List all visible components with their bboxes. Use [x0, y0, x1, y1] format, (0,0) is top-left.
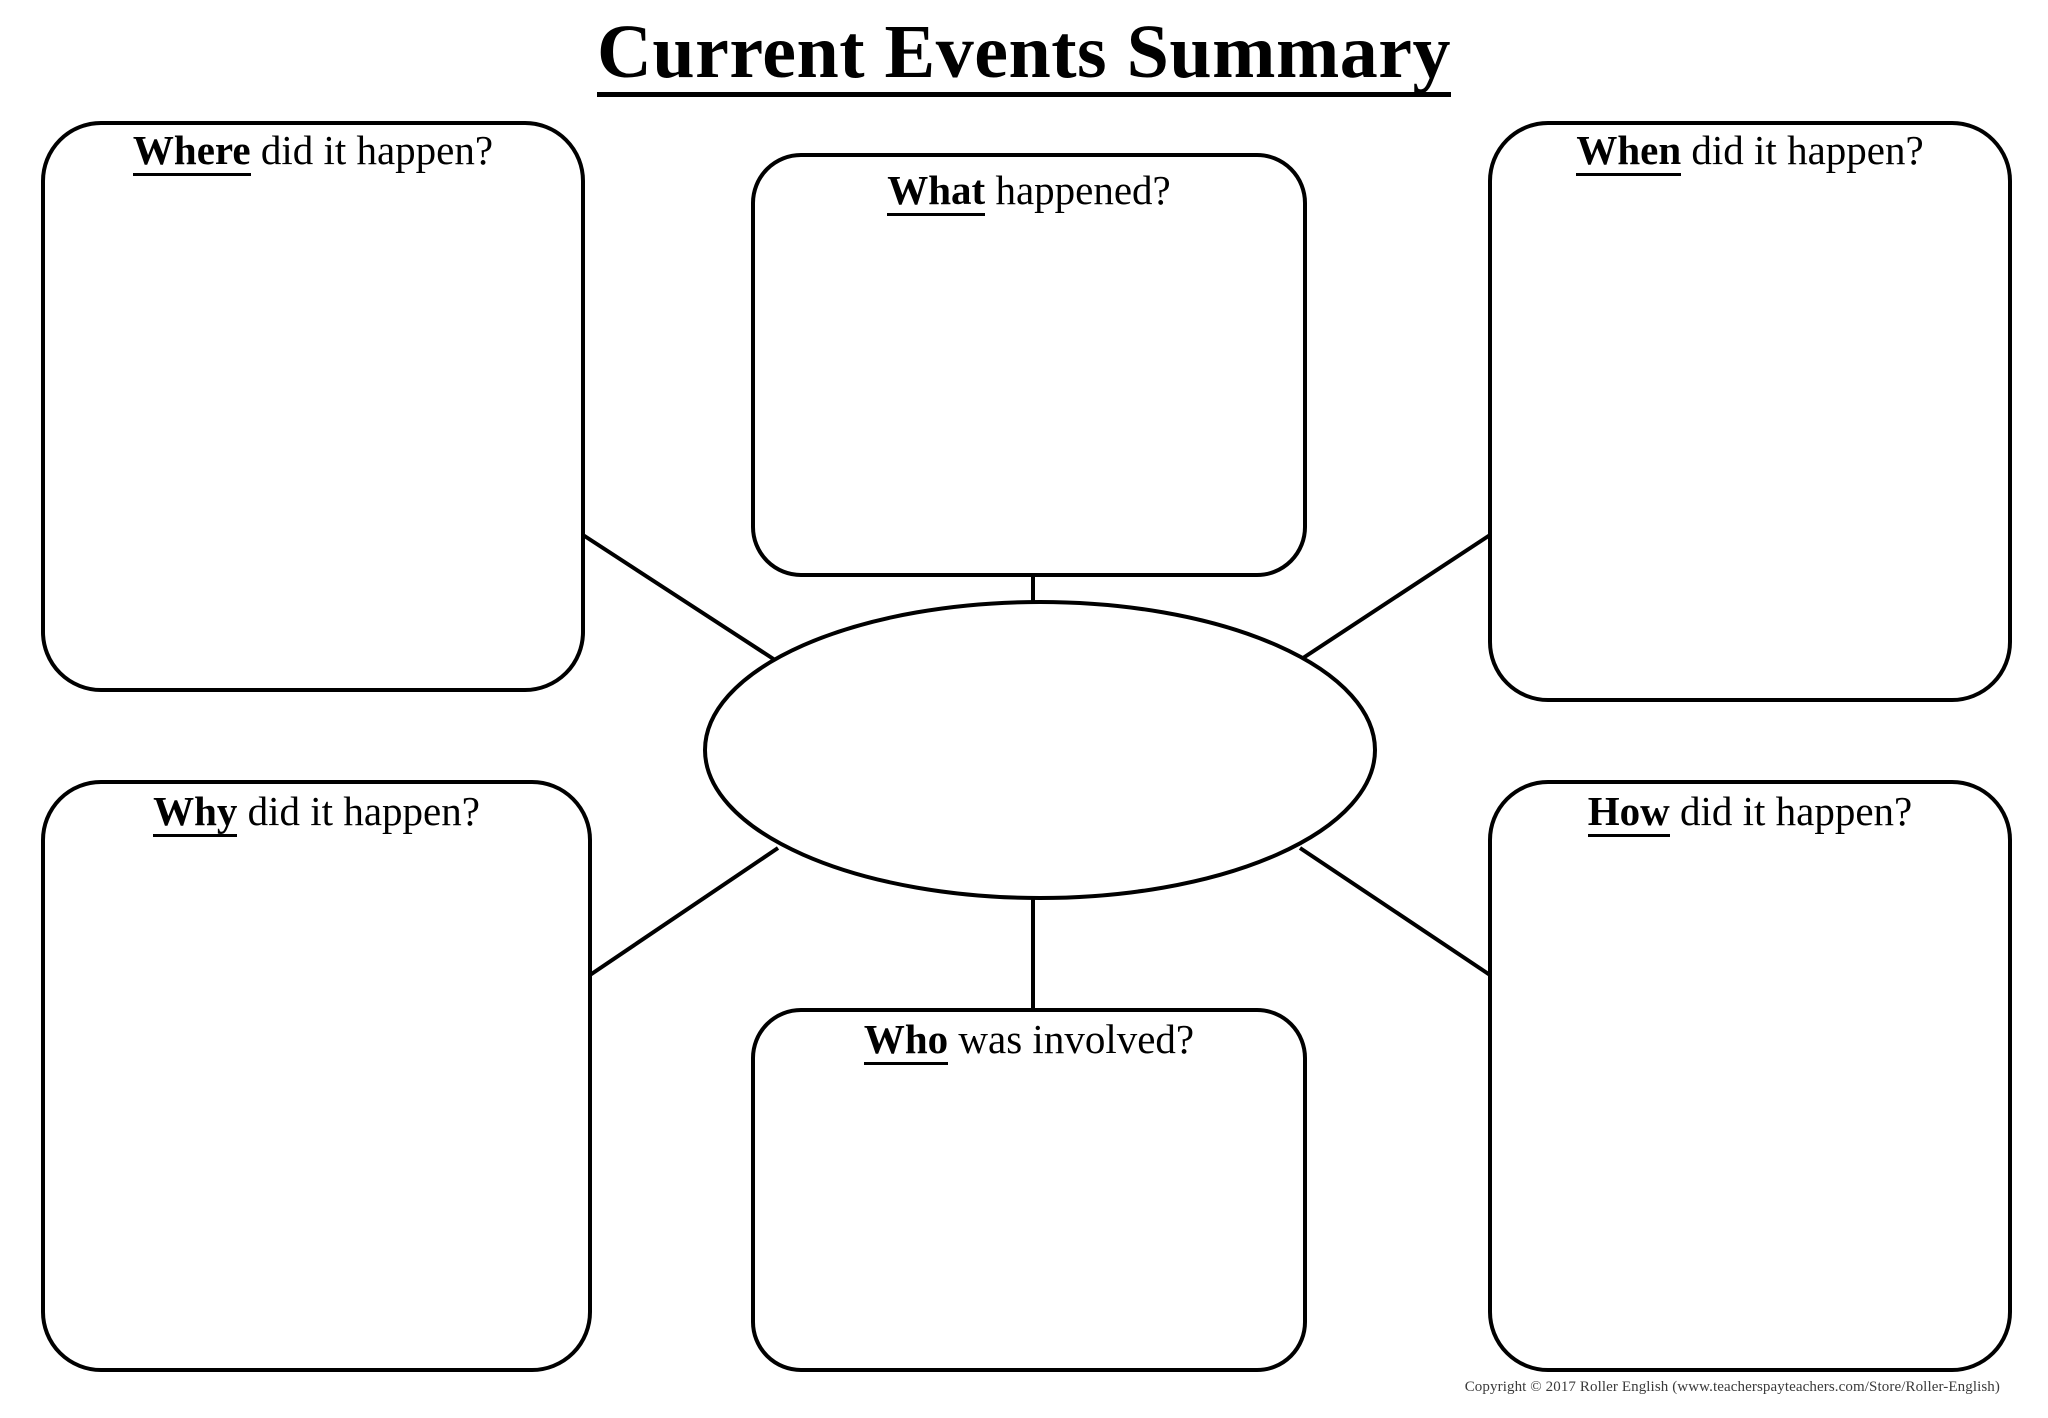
answer-box-when[interactable]	[1488, 121, 2012, 702]
connector-how-to-center	[1298, 846, 1492, 977]
answer-box-how[interactable]	[1488, 780, 2012, 1372]
answer-box-why[interactable]	[41, 780, 592, 1372]
answer-box-who[interactable]	[751, 1008, 1307, 1372]
copyright-notice: Copyright © 2017 Roller English (www.tea…	[1464, 1379, 2000, 1395]
answer-box-where[interactable]	[41, 121, 585, 692]
connector-when-to-center	[1298, 533, 1492, 662]
center-ellipse[interactable]	[703, 600, 1377, 900]
connector-why-to-center	[588, 846, 780, 977]
page-title: Current Events Summary	[0, 14, 2048, 97]
page-title-text: Current Events Summary	[596, 14, 1451, 97]
connector-where-to-center	[581, 533, 777, 662]
answer-box-what[interactable]	[751, 153, 1307, 577]
